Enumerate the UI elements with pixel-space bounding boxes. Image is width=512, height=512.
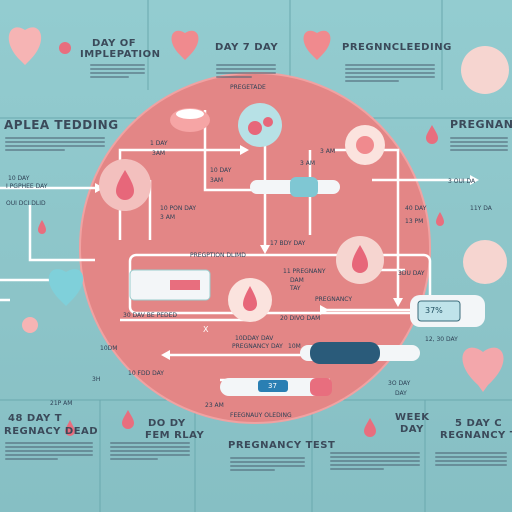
label-10m: 10M: [288, 343, 301, 350]
label-10dm: 10DM: [100, 345, 118, 352]
heart-icon-top-left: [8, 27, 42, 65]
balloon-icon: [59, 42, 71, 54]
heart-icon-top: [171, 30, 199, 60]
drop-icon-4: [228, 278, 272, 322]
text-block-6: [5, 440, 93, 462]
drop-icon-1: [99, 159, 151, 211]
heading-do-dy: DO DY: [148, 418, 186, 429]
label-tay: TAY: [290, 285, 301, 292]
heading-day: DAY: [400, 424, 424, 435]
heading-regnacy-dead: REGNACY DEAD: [4, 426, 99, 437]
label-30-day-r: 3O DAY: [388, 380, 411, 387]
label-40-day: 40 DAY: [405, 205, 427, 212]
label-left-2: I PGPHEE DAY: [6, 183, 48, 190]
text-block-4: [5, 135, 105, 153]
flower-icon-left: [22, 317, 38, 333]
label-1-day: 1 DAY: [150, 140, 168, 147]
heading-aplea-tedding: APLEA TEDDING: [4, 118, 119, 132]
label-10-pon: 10 PON DAY: [160, 205, 197, 212]
label-left-1: 10 DAY: [8, 175, 30, 182]
label-3am-b: 3 AM: [160, 214, 176, 221]
heading-implantation: IMPLEPATION: [80, 49, 161, 60]
heading-pregnany: PREGNANY: [450, 118, 512, 131]
label-3h: 3H: [92, 376, 101, 383]
label-preg-day: PREGNANCY DAY: [232, 343, 283, 350]
label-left-3: OUI DCI DLID: [6, 200, 46, 207]
heading-pregnancleeding: PREGNNCLEEDING: [342, 42, 452, 53]
heart-icon-left: [48, 269, 84, 306]
test-stick-2: [300, 342, 420, 364]
test-stick-1: [250, 177, 340, 197]
drop-icon-2: [238, 103, 282, 147]
label-dam: DAM: [290, 277, 304, 284]
heading-day-of: DAY OF: [92, 38, 137, 49]
digital-test: [410, 295, 485, 327]
test-display: 37%: [425, 306, 443, 315]
text-block-9: [330, 450, 420, 472]
text-block-5: [450, 135, 508, 153]
label-pregnancy-mid: PREGNANCY: [315, 296, 353, 303]
heading-fem-rlay: FEM RLAY: [145, 430, 205, 441]
label-3am-top: 3 AM: [320, 148, 336, 155]
heading-week: WEEK: [395, 412, 430, 423]
heading-5-day: 5 DAY C: [455, 418, 503, 429]
heart-icon-top-2: [303, 30, 331, 60]
test-stick-3: [220, 378, 332, 396]
label-11-preg: 11 PREGNANY: [283, 268, 326, 275]
label-feegnauy: FEEGNAUY OLEDING: [230, 412, 292, 419]
label-21p-am: 21P AM: [50, 400, 73, 407]
label-day-r: DAY: [395, 390, 407, 397]
heading-48-day: 48 DAY T: [8, 413, 63, 424]
text-block-2: [216, 62, 276, 80]
label-17-bdy: 17 BDY DAY: [270, 240, 306, 247]
label-10-fdd: 10 FDD DAY: [128, 370, 164, 377]
label-3am-top2: 3 AM: [300, 160, 316, 167]
tooth-icon: [463, 240, 507, 284]
heading-regnancy-t: REGNANCY T: [440, 430, 512, 441]
drop-icon-3: [336, 236, 384, 284]
text-block-10: [435, 450, 507, 468]
flower-icon: [345, 125, 385, 165]
label-12-30: 12, 30 DAY: [425, 336, 458, 343]
bowl-icon: [170, 108, 210, 132]
text-block-3: [345, 62, 435, 84]
central-circle: [80, 73, 430, 423]
label-3am: 3AM: [152, 150, 166, 157]
text-block-7: [110, 440, 190, 462]
label-test: PREGPTION DLIMD: [190, 252, 246, 259]
label-30-dav: 30 DAV BE PEDED: [123, 312, 178, 319]
test-card: [129, 269, 211, 301]
heading-day-7: DAY 7 DAY: [215, 42, 279, 53]
text-block-8: [230, 455, 305, 473]
label-10dday: 10DDAY DAV: [235, 335, 274, 342]
test-display-2: 37: [268, 382, 277, 390]
x-mark: X: [203, 325, 209, 334]
label-3am-c: 3AM: [210, 177, 224, 184]
uterus-icon: [461, 46, 509, 94]
heart-icon-bottom-right: [462, 347, 504, 392]
label-11y: 11Y DA: [470, 205, 492, 212]
label-23-am: 23 AM: [205, 402, 224, 409]
small-drops: [38, 125, 444, 437]
text-block-1: [90, 62, 145, 80]
label-3-am-r: 13 PM: [405, 218, 424, 225]
label-3du-day: 3DU DAY: [398, 270, 425, 277]
label-top-center: PREGETADE: [230, 84, 266, 91]
label-10-day: 10 DAY: [210, 167, 232, 174]
heading-pregnancy-test: PREGNANCY TEST: [228, 440, 336, 451]
label-3-oui: 3 OUI DA: [448, 178, 476, 185]
label-20-divo: 20 DIVO DAM: [280, 315, 321, 322]
